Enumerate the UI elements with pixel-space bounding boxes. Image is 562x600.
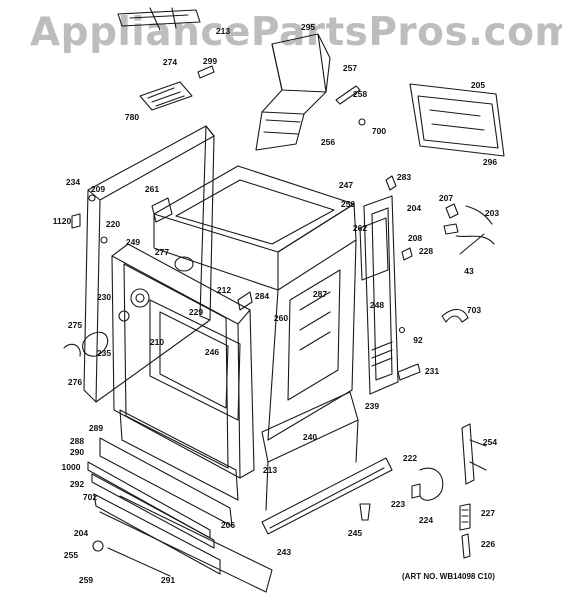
part-label: 288 xyxy=(69,435,85,446)
part-label: 224 xyxy=(418,514,434,525)
part-label: 700 xyxy=(371,125,387,136)
part-label: 247 xyxy=(338,179,354,190)
part-label: 209 xyxy=(90,183,106,194)
part-label: 226 xyxy=(480,538,496,549)
part-label: 222 xyxy=(402,452,418,463)
bottom-trim-243 xyxy=(261,457,393,535)
part-label: 250 xyxy=(340,198,356,209)
part-label: 1120 xyxy=(52,215,72,226)
part-label: 243 xyxy=(276,546,292,557)
part-label: 702 xyxy=(82,491,98,502)
part-label: 43 xyxy=(464,265,474,276)
part-label: 240 xyxy=(302,431,318,442)
part-label: 235 xyxy=(96,347,112,358)
part-label: 291 xyxy=(160,574,176,585)
part-label: 204 xyxy=(406,202,422,213)
rear-panel-205 xyxy=(409,83,505,157)
part-label: 223 xyxy=(390,498,406,509)
part-label: 703 xyxy=(466,304,482,315)
part-label: 212 xyxy=(216,284,232,295)
part-label: 262 xyxy=(352,222,368,233)
part-label: 227 xyxy=(480,507,496,518)
part-label: 220 xyxy=(105,218,121,229)
front-frame xyxy=(111,243,255,479)
part-label: 234 xyxy=(65,176,81,187)
part-label: 207 xyxy=(438,192,454,203)
part-label: 290 xyxy=(69,446,85,457)
part-label: 231 xyxy=(424,365,440,376)
part-label: 203 xyxy=(484,207,500,218)
part-label: 284 xyxy=(254,290,270,301)
part-label: 259 xyxy=(78,574,94,585)
part-label: 213 xyxy=(215,25,231,36)
part-label: 246 xyxy=(204,346,220,357)
part-label: 277 xyxy=(154,246,170,257)
part-780-block xyxy=(139,81,193,111)
lower-right-parts xyxy=(359,423,487,559)
part-label: 256 xyxy=(320,136,336,147)
left-small-parts xyxy=(63,194,253,357)
part-label: 289 xyxy=(88,422,104,433)
right-small-parts xyxy=(385,175,495,381)
part-label: 210 xyxy=(149,336,165,347)
part-label: 205 xyxy=(470,79,486,90)
part-label: 206 xyxy=(220,519,236,530)
part-label: 295 xyxy=(300,21,316,32)
part-258 xyxy=(335,85,361,105)
part-label: 228 xyxy=(418,245,434,256)
part-label: 296 xyxy=(482,156,498,167)
drawer-front xyxy=(87,437,273,593)
bracket-299 xyxy=(197,65,215,79)
part-label: 239 xyxy=(364,400,380,411)
part-label: 260 xyxy=(273,312,289,323)
part-label: 213 xyxy=(262,464,278,475)
part-label: 229 xyxy=(188,306,204,317)
part-label: 245 xyxy=(347,527,363,538)
part-label: 283 xyxy=(396,171,412,182)
right-side-panel xyxy=(359,195,399,395)
part-label: 276 xyxy=(67,376,83,387)
part-label: 248 xyxy=(369,299,385,310)
flue-duct xyxy=(255,33,331,151)
part-label: 287 xyxy=(312,288,328,299)
part-label: 275 xyxy=(67,319,83,330)
part-label: 292 xyxy=(69,478,85,489)
part-label: 299 xyxy=(202,55,218,66)
broiler-area xyxy=(119,391,359,511)
part-label: 258 xyxy=(352,88,368,99)
part-label: 274 xyxy=(162,56,178,67)
art-number: (ART NO. WB14098 C10) xyxy=(402,572,495,581)
part-label: 780 xyxy=(124,111,140,122)
part-label: 257 xyxy=(342,62,358,73)
oven-cavity xyxy=(118,256,241,421)
part-label: 92 xyxy=(413,334,423,345)
part-label: 230 xyxy=(96,291,112,302)
cabinet-body xyxy=(153,165,357,441)
part-label: 208 xyxy=(407,232,423,243)
hinge-assembly-top xyxy=(117,7,201,31)
part-label: 249 xyxy=(125,236,141,247)
part-label: 261 xyxy=(144,183,160,194)
part-label: 255 xyxy=(63,549,79,560)
part-label: 204 xyxy=(73,527,89,538)
door-frame-left xyxy=(83,125,215,403)
part-label: 1000 xyxy=(61,461,81,472)
part-label: 254 xyxy=(482,436,498,447)
